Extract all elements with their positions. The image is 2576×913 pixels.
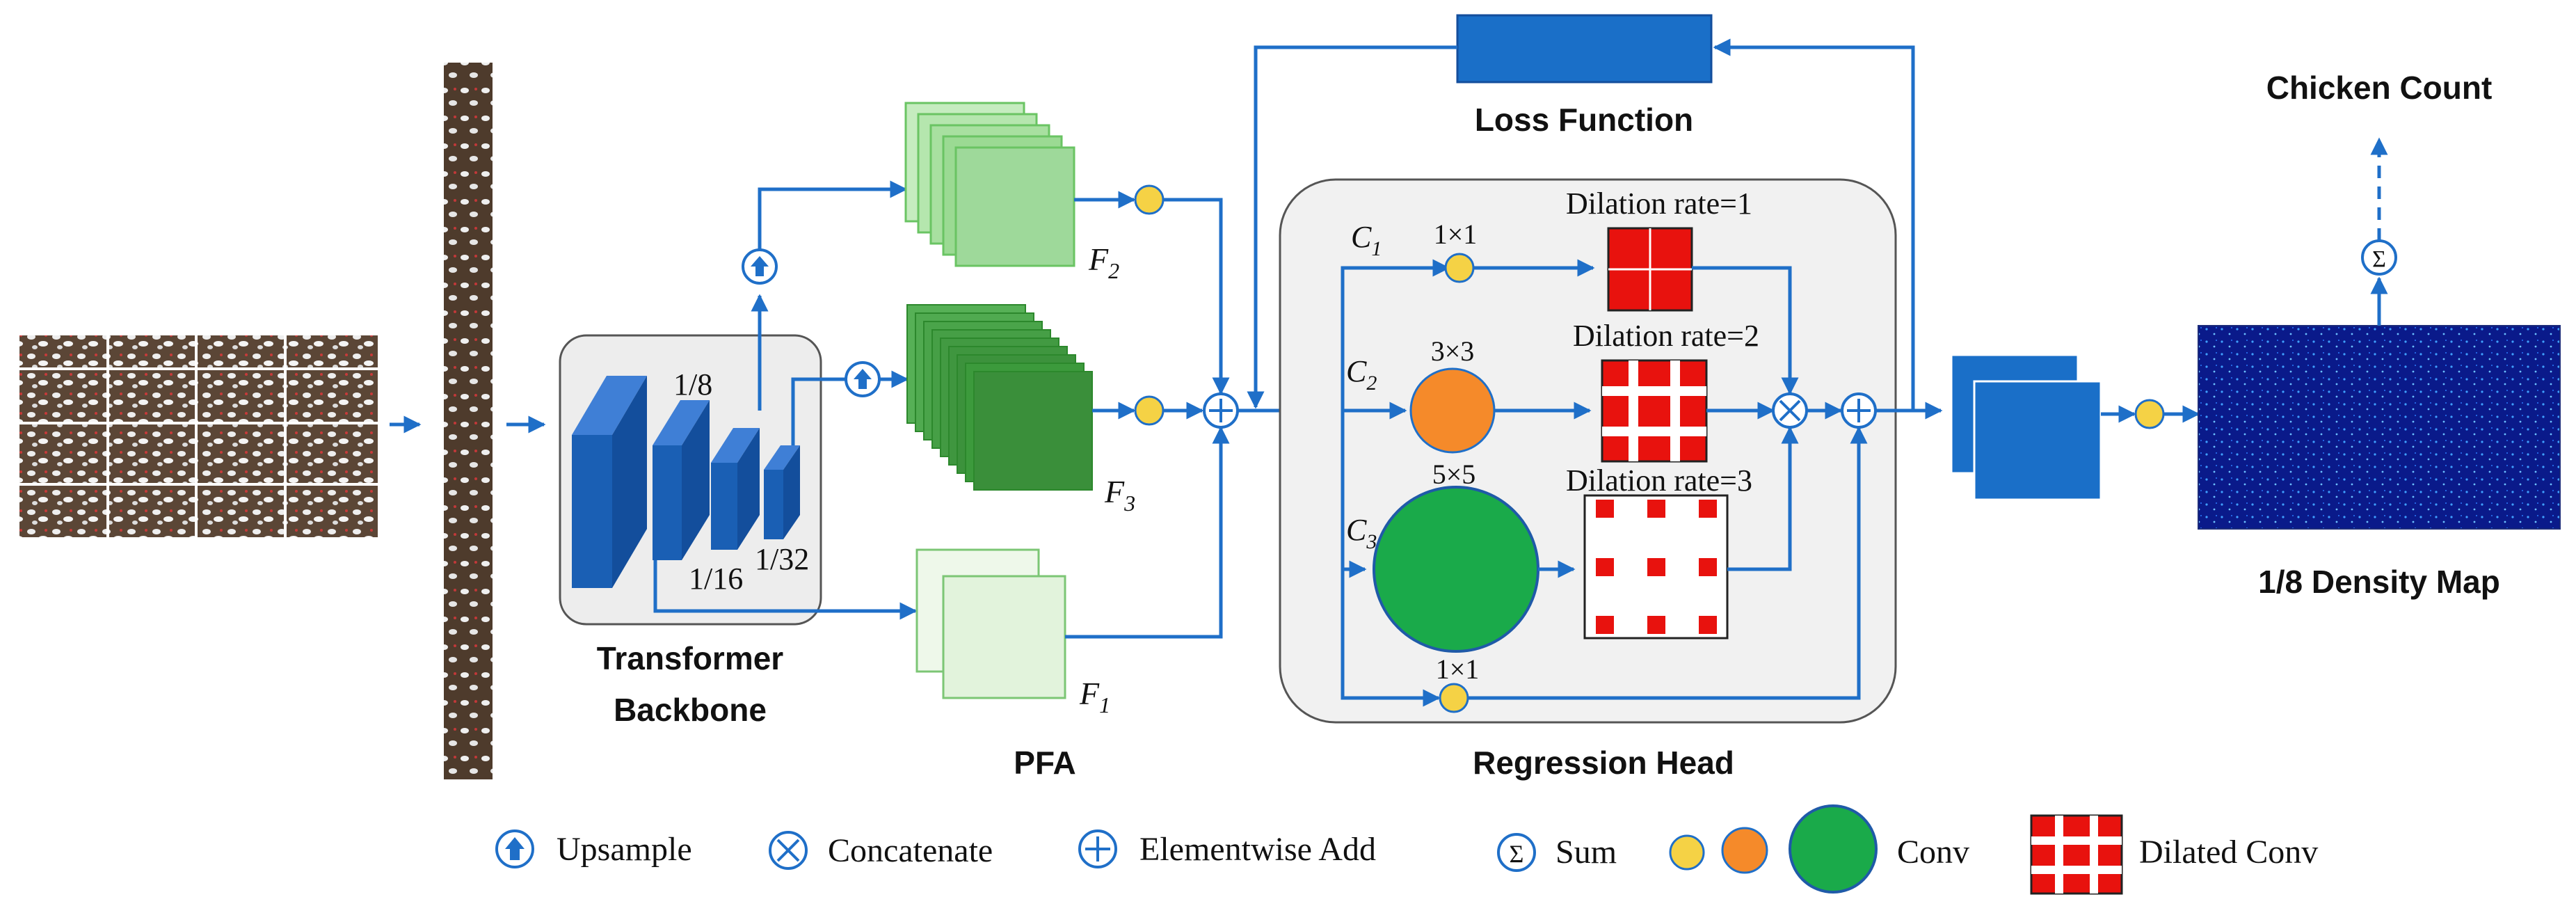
c1-label: C1 <box>1351 220 1382 260</box>
output-feature-stack <box>1950 354 2102 501</box>
conv-5x5-dot <box>1373 486 1539 653</box>
sum-icon: Σ <box>2361 239 2397 276</box>
c3-label: C3 <box>1346 513 1377 553</box>
backbone-label-line2: Backbone <box>614 692 767 728</box>
f3-feature-stack <box>906 304 1093 491</box>
legend-concatenate-label: Concatenate <box>828 832 993 869</box>
wire-f2-to-add <box>1163 198 1230 395</box>
legend-conv-mid <box>1721 827 1768 874</box>
wire-b4-to-add <box>1468 426 1868 700</box>
dilation-3-label: Dilation rate=3 <box>1566 463 1752 498</box>
f1-feature-stack <box>915 548 1066 699</box>
input-image <box>19 335 378 537</box>
wire-b3-to-concat <box>1727 426 1799 571</box>
backbone-label-line1: Transformer <box>597 640 784 676</box>
legend-sum-label: Sum <box>1555 834 1617 871</box>
pfa-label: PFA <box>1014 745 1075 781</box>
pfa-add-icon <box>1203 392 1239 429</box>
backbone-stage-1 <box>572 376 647 588</box>
wire-loss-to-add <box>1247 45 1457 409</box>
legend-dilated-icon <box>2030 814 2123 895</box>
conv-1x1-bottom-dot <box>1439 683 1469 713</box>
conv-3x3-dot <box>1409 367 1496 454</box>
dilated-conv-rate2 <box>1601 359 1708 463</box>
svg-text:Σ: Σ <box>2372 246 2386 272</box>
wire-b1-to-concat <box>1692 266 1799 395</box>
legend-conv-small <box>1669 834 1705 871</box>
loss-function-block <box>1456 14 1713 84</box>
legend-add-label: Elementwise Add <box>1139 831 1376 868</box>
chicken-count-label: Chicken Count <box>2266 70 2493 106</box>
backbone-stage-3 <box>711 428 760 550</box>
upsample-icon <box>742 248 778 285</box>
legend-conv-large <box>1789 804 1878 894</box>
k1x1-top-label: 1×1 <box>1434 219 1478 250</box>
backbone-stage-4 <box>764 445 800 539</box>
f2-feature-stack <box>904 102 1075 267</box>
wire-f1-to-add <box>1065 426 1230 639</box>
dilated-conv-rate1 <box>1607 227 1693 312</box>
conv-1x1-top-dot <box>1444 253 1475 283</box>
k5x5-label: 5×5 <box>1432 459 1476 490</box>
scale-1-16-label: 1/16 <box>689 562 743 596</box>
scale-1-8-label: 1/8 <box>673 367 712 402</box>
scale-1-32-label: 1/32 <box>755 542 809 576</box>
k1x1-bottom-label: 1×1 <box>1436 653 1480 685</box>
dilated-conv-rate3 <box>1583 494 1729 640</box>
f1-label: F1 <box>1079 676 1110 717</box>
f3-conv-dot <box>1134 395 1165 426</box>
wire-c1 <box>1341 259 1450 411</box>
density-map-label: 1/8 Density Map <box>2258 564 2500 600</box>
legend-upsample-label: Upsample <box>557 831 692 868</box>
f2-label: F2 <box>1088 241 1119 283</box>
legend-conv-label: Conv <box>1897 834 1969 871</box>
legend-dilated-label: Dilated Conv <box>2139 834 2318 871</box>
patch-sequence-strip <box>444 63 493 779</box>
legend-add-icon <box>1078 829 1117 868</box>
dilation-2-label: Dilation rate=2 <box>1573 319 1759 353</box>
legend-upsample-icon <box>495 829 534 868</box>
legend: Upsample Concatenate Elementwise Add Σ S… <box>495 804 2318 895</box>
regression-head-panel <box>1279 178 1897 724</box>
backbone-stage-2 <box>653 400 710 560</box>
upsample-icon-2 <box>845 361 881 397</box>
f3-label: F3 <box>1104 474 1135 516</box>
dilation-1-label: Dilation rate=1 <box>1566 186 1752 221</box>
f2-conv-dot <box>1134 184 1165 215</box>
wire-c4 <box>1341 569 1441 707</box>
concatenate-icon <box>1772 392 1808 429</box>
regression-head-label: Regression Head <box>1473 745 1734 781</box>
loss-function-label: Loss Function <box>1475 102 1693 138</box>
k3x3-label: 3×3 <box>1431 335 1475 367</box>
legend-concatenate-icon <box>769 831 808 870</box>
output-conv-dot <box>2134 399 2165 429</box>
svg-text:Σ: Σ <box>1510 840 1524 868</box>
head-add-icon <box>1841 392 1877 429</box>
c2-label: C2 <box>1346 354 1377 395</box>
wire-to-f1 <box>653 560 918 620</box>
legend-sum-icon: Σ <box>1497 833 1536 872</box>
wire-to-upsample-mid <box>791 377 846 445</box>
wire-to-f2 <box>758 180 908 250</box>
density-map <box>2198 325 2561 530</box>
wire-output-to-loss <box>1713 38 1915 411</box>
